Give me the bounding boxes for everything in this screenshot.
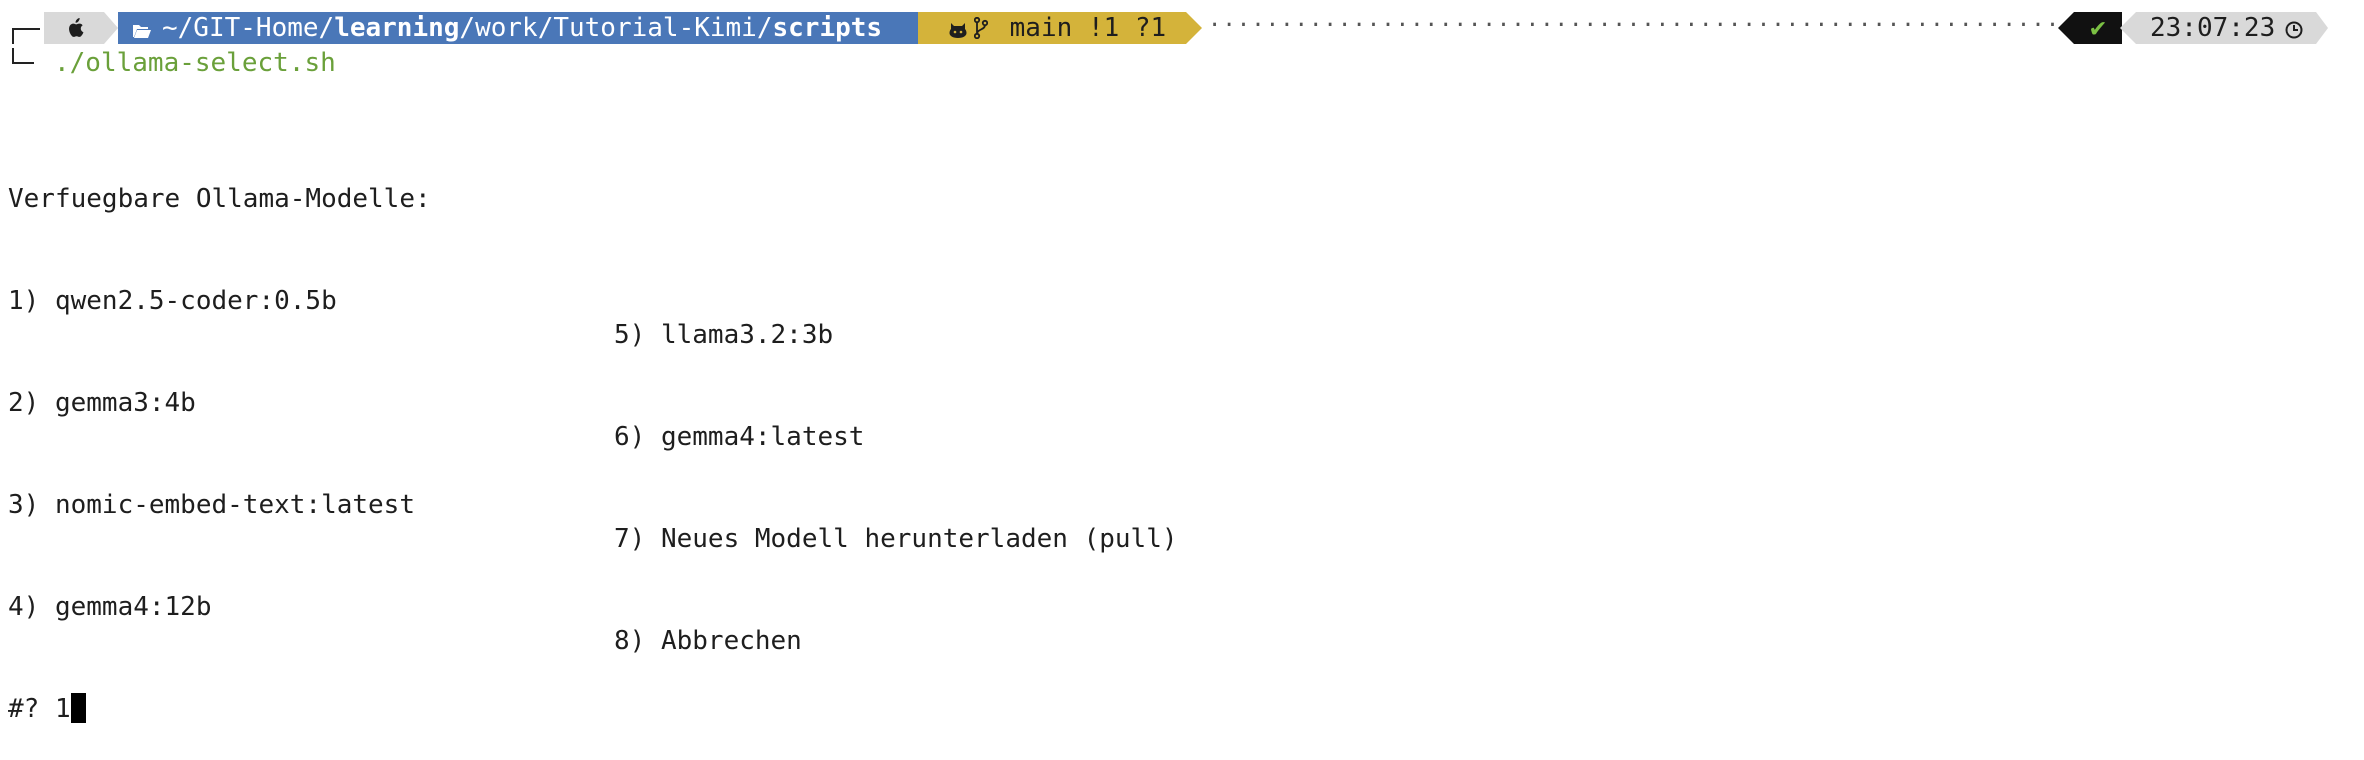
text-cursor [70,693,86,723]
time-segment-end [2316,12,2328,44]
option-1: 1) qwen2.5-coder:0.5b [8,286,337,316]
option-6: 6) gemma4:latest [614,422,865,452]
path-middle: /work/Tutorial-Kimi/ [459,13,773,43]
success-check-icon: ✔ [2090,13,2106,43]
select-input-value[interactable]: 1 [54,694,71,724]
option-row: 1) qwen2.5-coder:0.5b 5) llama3.2:3b [8,250,833,350]
prompt-filler-dots: ········································… [1208,13,2054,38]
time-segment-arrow [2120,12,2136,44]
folder-open-icon [133,25,151,38]
option-8: 8) Abbrechen [614,626,802,656]
prompt-corner-top [12,28,40,44]
prompt-time: 23:07:23 [2150,13,2276,43]
command-text: ./ollama-select.sh [54,48,336,78]
select-input-row[interactable]: #? 1 [8,658,102,724]
select-prompt: #? [8,694,55,724]
github-icon [949,23,967,38]
option-4: 4) gemma4:12b [8,592,212,622]
terminal-window[interactable]: ~/GIT-Home/learning/work/Tutorial-Kimi/s… [0,0,2364,724]
select-input-line[interactable]: #? 1 [8,692,86,726]
output-heading-row: Verfuegbare Ollama-Modelle: [8,148,431,214]
apple-icon [69,18,84,37]
git-branch-icon [973,16,989,40]
path-bold-learning: learning [334,13,460,43]
git-segment-arrow [1186,12,1202,44]
option-row: 4) gemma4:12b 8) Abbrechen [8,556,802,656]
option-5: 5) llama3.2:3b [614,320,834,350]
option-7: 7) Neues Modell herunterladen (pull) [614,524,1178,554]
clock-icon [2285,21,2303,39]
path-prefix: ~/GIT-Home/ [162,13,335,43]
path-bold-scripts: scripts [772,13,883,43]
option-3: 3) nomic-embed-text:latest [8,490,415,520]
time-segment: 23:07:23 [2136,12,2316,44]
os-segment [44,12,104,44]
prompt-corner-bottom [12,48,34,64]
option-row: 3) nomic-embed-text:latest 7) Neues Mode… [8,454,1178,554]
prompt-bar: ~/GIT-Home/learning/work/Tutorial-Kimi/s… [0,12,2364,44]
path-segment: ~/GIT-Home/learning/work/Tutorial-Kimi/s… [118,12,918,44]
output-heading: Verfuegbare Ollama-Modelle: [8,184,431,214]
option-2: 2) gemma3:4b [8,388,196,418]
git-status: !1 ?1 [1087,13,1167,43]
git-branch-name: main [1009,13,1073,43]
status-segment-arrow [2058,12,2074,44]
git-segment: main !1 ?1 [918,12,1186,44]
option-row: 2) gemma3:4b 6) gemma4:latest [8,352,864,452]
os-segment-arrow [104,12,118,44]
script-output: Verfuegbare Ollama-Modelle: 1) qwen2.5-c… [8,80,1178,760]
status-segment: ✔ [2074,12,2122,44]
